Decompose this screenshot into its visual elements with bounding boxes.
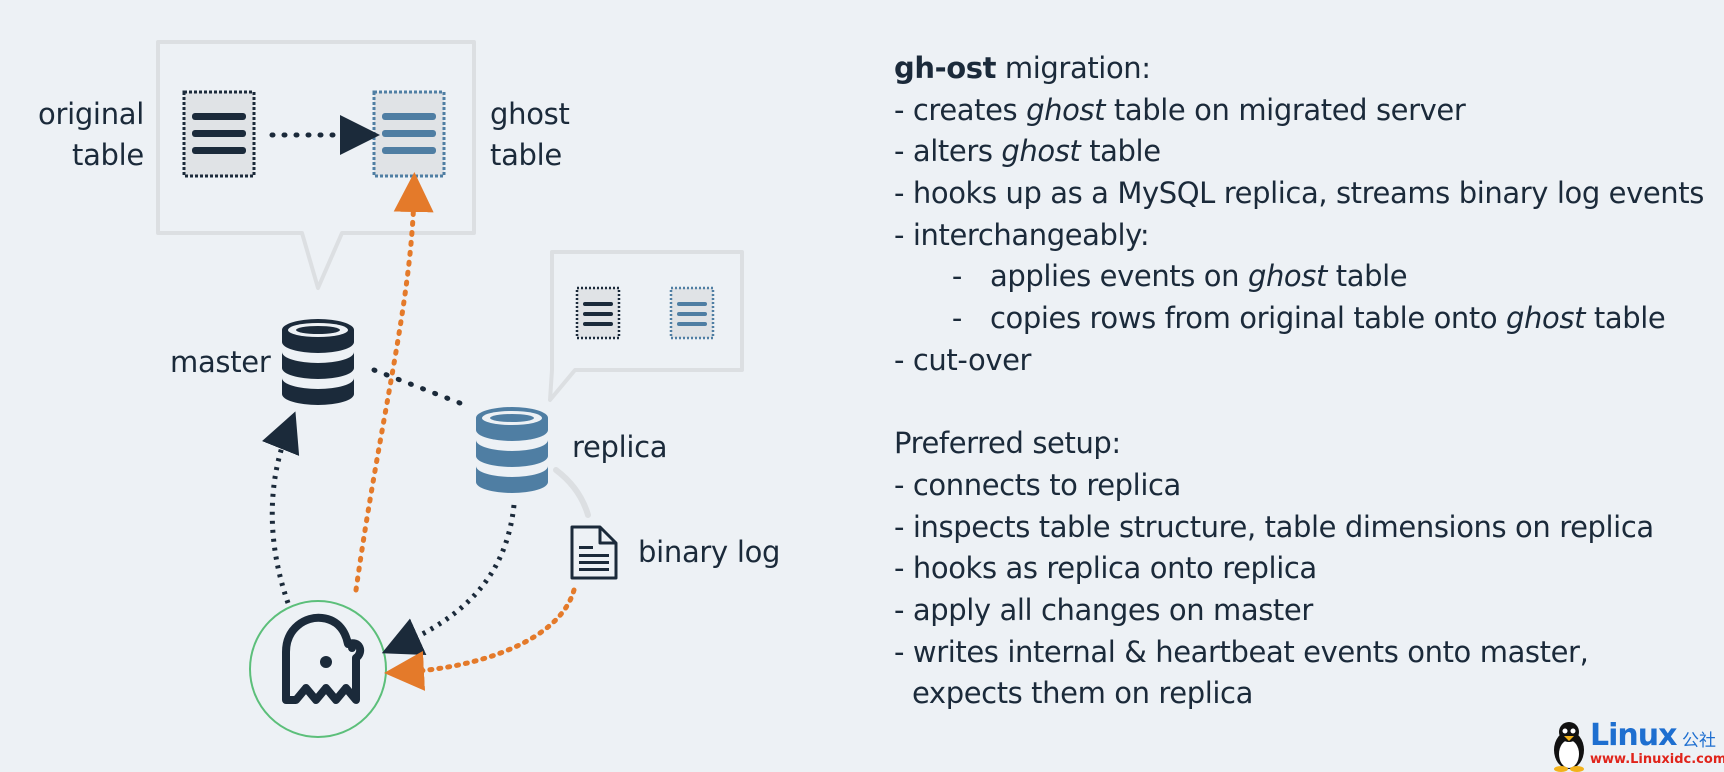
master-database-icon — [282, 319, 354, 405]
notes-item: - cut-over — [894, 342, 1032, 377]
original-table-icon — [182, 90, 256, 178]
watermark-brand: Linux — [1590, 718, 1677, 753]
replica-original-table-icon — [575, 286, 621, 340]
binlog-stream-arrow — [384, 587, 577, 691]
original-table-label-line2: table — [72, 138, 144, 172]
notes-subitem-text: table — [1326, 259, 1408, 294]
notes-item: - hooks up as a MySQL replica, streams b… — [894, 173, 1704, 215]
notes-spacer — [894, 382, 1704, 424]
replica-label: replica — [572, 430, 668, 464]
setup-item: - connects to replica — [894, 467, 1181, 502]
ghost-table-icon — [372, 90, 446, 178]
notes-item-emphasis: ghost — [1026, 92, 1106, 127]
gh-ost-logo — [249, 600, 387, 738]
notes-item-emphasis: ghost — [1001, 134, 1081, 169]
setup-item: - writes internal & heartbeat events ont… — [894, 634, 1589, 669]
setup-item: - apply all changes on master — [894, 592, 1313, 627]
notes-subitem-dash: - — [951, 301, 962, 336]
notes-item: - alters ghost table — [894, 131, 1704, 173]
notes-item-text: - interchangeably: — [894, 217, 1150, 252]
notes-item-text: table on migrated server — [1105, 92, 1466, 127]
notes-heading-bold: gh-ost — [894, 51, 997, 85]
notes-subitem: -copies rows from original table onto gh… — [894, 298, 1704, 340]
notes-item: - creates ghost table on migrated server — [894, 90, 1704, 132]
migration-notes: gh-ost migration: - creates ghost table … — [894, 48, 1704, 715]
notes-subitem-text: table — [1585, 301, 1666, 336]
replica-speech-bubble — [548, 250, 744, 402]
setup-item: - inspects table structure, table dimens… — [894, 509, 1654, 544]
notes-subitem-dash: - — [951, 259, 962, 294]
master-label: master — [170, 345, 271, 379]
replication-link — [371, 367, 468, 408]
notes-heading-rest: migration: — [996, 51, 1151, 85]
ghost-table-label-line1: ghost — [490, 97, 570, 131]
setup-heading: Preferred setup: — [894, 426, 1121, 461]
notes-heading: gh-ost migration: — [894, 48, 1704, 90]
watermark-logo: Linux 公社 www.Linuxidc.com — [1550, 718, 1724, 772]
watermark-url: www.Linuxidc.com — [1590, 752, 1724, 767]
notes-subitem-emphasis: ghost — [1247, 259, 1327, 294]
binlog-connector — [553, 467, 591, 518]
notes-subitem-text: copies rows from original table onto — [990, 301, 1507, 336]
binary-log-document-icon — [570, 525, 618, 580]
notes-subitem-text: applies events on — [990, 259, 1248, 294]
replica-database-icon — [476, 407, 548, 493]
setup-item: - hooks as replica onto replica — [894, 551, 1317, 586]
watermark-cn: 公社 — [1682, 731, 1716, 751]
replica-to-ghost-arrow — [381, 504, 517, 656]
notes-item-text: - creates — [894, 92, 1027, 127]
setup-item-continuation: expects them on replica — [912, 676, 1253, 711]
notes-subitem-emphasis: ghost — [1506, 301, 1586, 336]
notes-item-text: - alters — [894, 134, 1002, 169]
notes-item-text: table — [1080, 134, 1161, 169]
binary-log-label: binary log — [638, 535, 781, 569]
master-speech-bubble — [156, 40, 476, 290]
notes-subitem: -applies events on ghost table — [894, 256, 1704, 298]
ghost-to-master-arrow — [262, 411, 300, 604]
ghost-table-label-line2: table — [490, 138, 562, 172]
replica-ghost-table-icon — [669, 286, 715, 340]
penguin-icon — [1554, 722, 1584, 772]
ghost-write-arrow — [353, 172, 434, 593]
notes-item: - interchangeably: — [894, 215, 1704, 257]
original-table-label-line1: original — [38, 97, 144, 131]
notes-item-text: - hooks up as a MySQL replica, streams b… — [894, 176, 1704, 211]
